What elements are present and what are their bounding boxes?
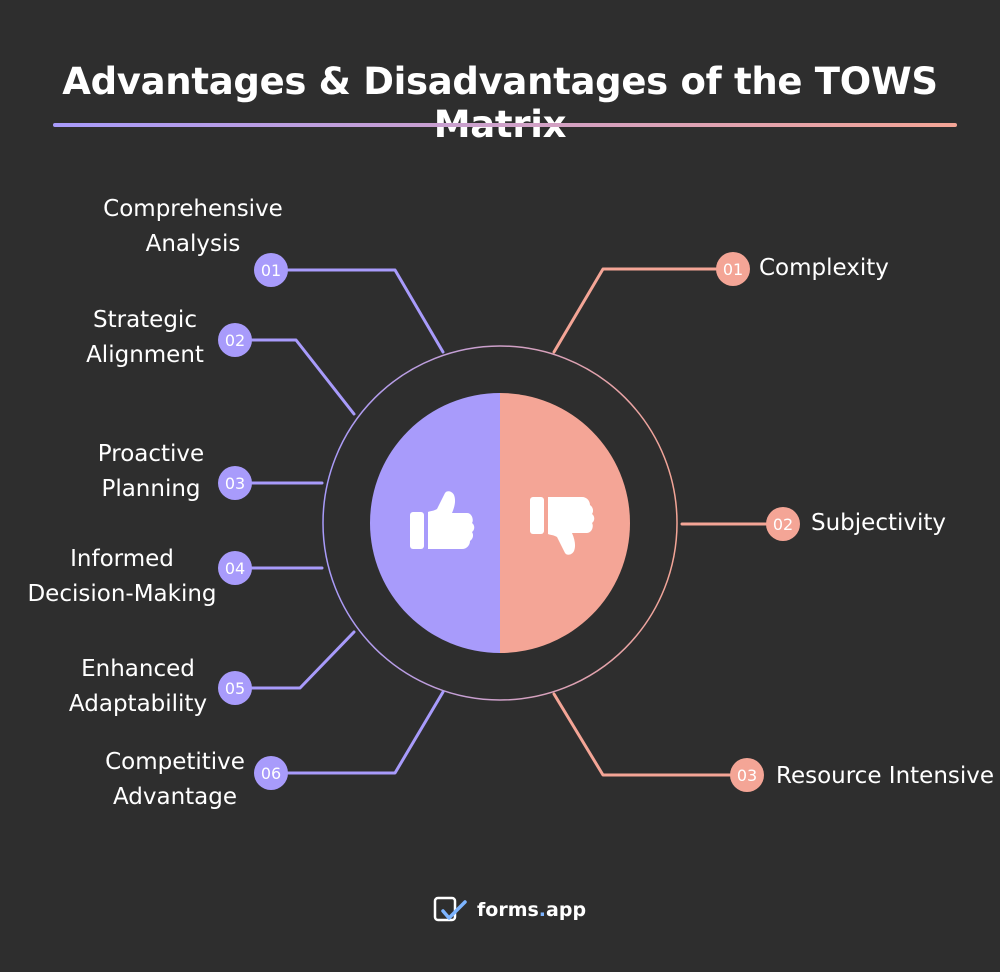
svg-text:01: 01 — [723, 260, 743, 279]
connector-adv-06 — [286, 690, 445, 775]
badge-adv-02: 02 — [218, 323, 252, 357]
advantage-06-line1: Competitive — [105, 749, 245, 775]
advantage-03-line2: Planning — [101, 476, 201, 502]
advantage-01-line2: Analysis — [145, 231, 241, 257]
brand-logo: forms.app — [433, 895, 586, 925]
thumbs-up-icon — [410, 491, 475, 549]
svg-text:03: 03 — [737, 766, 757, 785]
badge-adv-01: 01 — [254, 253, 288, 287]
brand-name: forms.app — [477, 899, 586, 921]
badge-dis-02: 02 — [766, 507, 800, 541]
brand-name-dot: . — [538, 899, 547, 921]
badge-dis-03: 03 — [730, 758, 764, 792]
advantage-05-line1: Enhanced — [81, 656, 195, 682]
advantage-label-02: Strategic Alignment — [86, 303, 204, 373]
svg-text:02: 02 — [225, 331, 245, 350]
title-underline — [53, 123, 957, 127]
advantage-label-06: Competitive Advantage — [105, 745, 245, 815]
connector-adv-02 — [250, 338, 356, 416]
svg-text:05: 05 — [225, 679, 245, 698]
advantage-06-line2: Advantage — [112, 784, 238, 810]
svg-text:04: 04 — [225, 559, 245, 578]
advantage-04-line2: Decision-Making — [27, 581, 217, 607]
svg-text:06: 06 — [261, 764, 281, 783]
svg-text:02: 02 — [773, 515, 793, 534]
forms-app-logo-icon — [433, 896, 467, 922]
connector-dis-01 — [552, 267, 718, 354]
badge-dis-01: 01 — [716, 252, 750, 286]
advantage-05-line2: Adaptability — [68, 691, 208, 717]
svg-text:01: 01 — [261, 261, 281, 280]
thumbs-down-icon — [530, 497, 595, 555]
outer-ring — [322, 345, 678, 701]
connector-adv-01 — [286, 268, 445, 354]
advantage-02-line1: Strategic — [93, 307, 197, 333]
svg-text:03: 03 — [225, 474, 245, 493]
disadvantage-label-03: Resource Intensive — [776, 763, 995, 789]
advantage-04-line1: Informed — [70, 546, 174, 572]
brand-name-suffix: app — [546, 899, 587, 921]
advantage-label-04: Informed Decision-Making — [27, 542, 216, 612]
advantage-label-05: Enhanced Adaptability — [69, 652, 207, 722]
brand-name-main: forms — [477, 899, 539, 921]
connector-dis-03 — [552, 692, 732, 777]
badge-adv-04: 04 — [218, 551, 252, 585]
connector-adv-05 — [250, 630, 356, 690]
advantage-label-03: Proactive Planning — [98, 437, 204, 507]
badge-adv-05: 05 — [218, 671, 252, 705]
disadvantage-label-02: Subjectivity — [811, 510, 947, 536]
advantage-03-line1: Proactive — [97, 441, 205, 467]
badge-adv-03: 03 — [218, 466, 252, 500]
disadvantage-label-01: Complexity — [759, 255, 889, 281]
badge-adv-06: 06 — [254, 756, 288, 790]
advantage-label-01: Comprehensive Analysis — [103, 192, 283, 262]
advantage-02-line2: Alignment — [86, 342, 204, 368]
advantage-01-line1: Comprehensive — [103, 196, 283, 222]
